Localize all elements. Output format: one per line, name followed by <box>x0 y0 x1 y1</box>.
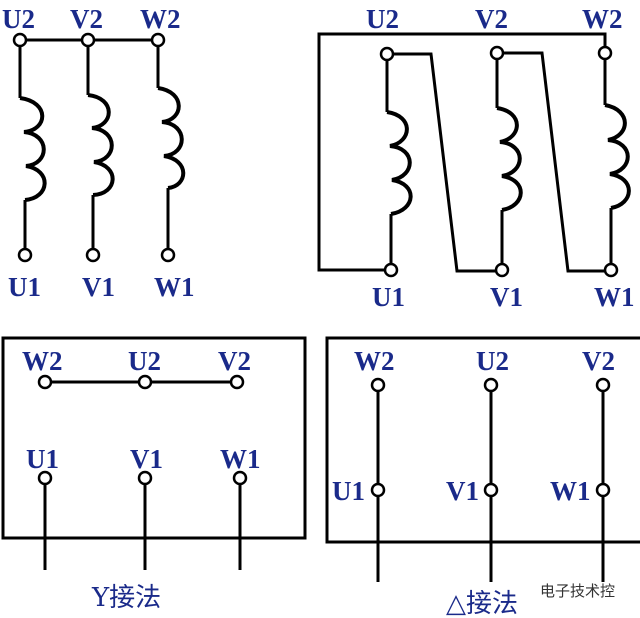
terminal <box>229 374 245 390</box>
label: V1 <box>490 282 523 312</box>
label: U2 <box>366 4 399 34</box>
label: U2 <box>476 346 509 376</box>
terminal <box>370 482 386 498</box>
terminal <box>370 377 386 393</box>
label: U1 <box>372 282 405 312</box>
coil-w <box>157 86 186 190</box>
delta-winding-schematic: U2 V2 W2 U1 V1 W1 <box>317 4 635 312</box>
label: W1 <box>594 282 635 312</box>
terminal-u2 <box>379 46 395 62</box>
caption-delta: △接法 <box>446 589 518 618</box>
terminal <box>37 374 53 390</box>
star-terminal-box: W2 U2 V2 U1 V1 W1 Y接法 <box>1 336 307 613</box>
coil-w <box>604 103 631 210</box>
terminal-v1 <box>85 247 101 263</box>
coil-v <box>496 106 523 212</box>
terminal <box>483 482 499 498</box>
caption-star: Y接法 <box>91 583 161 613</box>
terminal <box>137 374 153 390</box>
terminal <box>595 482 611 498</box>
terminal-w1 <box>603 262 619 278</box>
delta-terminal-box: W2 U2 V2 U1 V1 W1 △接法 <box>325 336 640 618</box>
label: V2 <box>70 4 103 34</box>
label: V2 <box>475 4 508 34</box>
terminal-u1 <box>17 247 33 263</box>
label: W1 <box>220 444 261 474</box>
label: U1 <box>8 272 41 302</box>
label: V1 <box>446 476 479 506</box>
star-winding-schematic: U2 V2 W2 U1 V1 W1 <box>2 4 195 302</box>
coil-u <box>386 110 413 216</box>
terminal <box>37 470 53 486</box>
terminal <box>137 470 153 486</box>
watermark: 电子技术控 <box>540 582 615 600</box>
label: U1 <box>332 476 365 506</box>
label: V2 <box>582 346 615 376</box>
label: U1 <box>26 444 59 474</box>
terminal-v2 <box>80 32 96 48</box>
label: W2 <box>582 4 623 34</box>
label: V2 <box>218 346 251 376</box>
terminal-w1 <box>160 247 176 263</box>
label: U2 <box>2 4 35 34</box>
terminal-w2 <box>150 32 166 48</box>
terminal-v1 <box>494 262 510 278</box>
terminal-v2 <box>489 45 505 61</box>
terminal <box>232 470 248 486</box>
terminal <box>483 377 499 393</box>
terminal-box-outline <box>325 336 640 544</box>
terminal-u2 <box>12 32 28 48</box>
label: W2 <box>354 346 395 376</box>
coil-v <box>87 93 115 197</box>
terminal-w2 <box>597 45 613 61</box>
label: W1 <box>550 476 591 506</box>
terminal <box>595 377 611 393</box>
label: W2 <box>22 346 63 376</box>
label: W1 <box>154 272 195 302</box>
coil-u <box>19 96 47 202</box>
label: W2 <box>140 4 181 34</box>
label: V1 <box>130 444 163 474</box>
terminal-u1 <box>383 262 399 278</box>
terminal-box-outline <box>1 336 307 540</box>
label: V1 <box>82 272 115 302</box>
label: U2 <box>128 346 161 376</box>
